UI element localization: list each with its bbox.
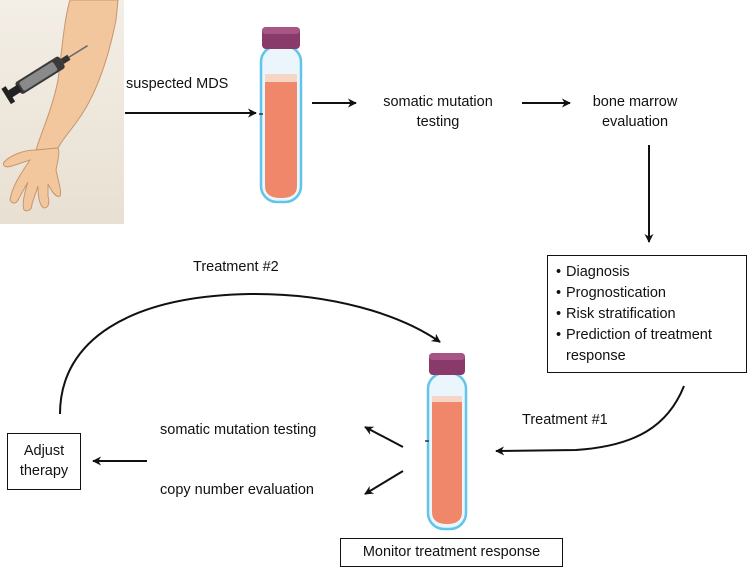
somatic-monitoring-label: somatic mutation testing [160, 422, 317, 438]
somatic-testing-step: somatic mutation testing [372, 92, 504, 132]
blood-tube-top [259, 27, 303, 204]
copy-number-label: copy number evaluation [160, 482, 314, 498]
somatic-testing-line2: testing [416, 114, 460, 130]
arrow-treatment-2 [59, 292, 441, 415]
blood-tube-bottom [425, 353, 468, 531]
finding-item: Prognostication [556, 283, 740, 304]
arrow-treatment-1 [495, 385, 685, 456]
finding-item-continuation: response [566, 348, 626, 364]
adjust-therapy-line2: therapy [19, 463, 69, 479]
bone-marrow-step: bone marrow evaluation [580, 92, 690, 132]
arrow-to-copy-number [364, 470, 404, 495]
monitor-treatment-box: Monitor treatment response [340, 538, 563, 567]
arm-blood-draw-illustration [0, 0, 124, 224]
finding-item: Risk stratification [556, 304, 740, 325]
somatic-testing-line1: somatic mutation [383, 94, 493, 110]
findings-list: Diagnosis Prognostication Risk stratific… [556, 262, 740, 367]
treatment-1-label: Treatment #1 [522, 412, 608, 428]
findings-box: Diagnosis Prognostication Risk stratific… [547, 255, 747, 373]
adjust-therapy-line1: Adjust [23, 443, 65, 459]
finding-item: Prediction of treatment [556, 325, 740, 346]
adjust-therapy-box: Adjust therapy [7, 433, 81, 490]
suspected-mds-label: suspected MDS [126, 76, 229, 92]
finding-item: Diagnosis [556, 262, 740, 283]
bone-marrow-line1: bone marrow [592, 94, 678, 110]
treatment-2-label: Treatment #2 [193, 259, 279, 275]
arrow-to-somatic-monitoring [364, 426, 404, 448]
bone-marrow-line2: evaluation [601, 114, 669, 130]
